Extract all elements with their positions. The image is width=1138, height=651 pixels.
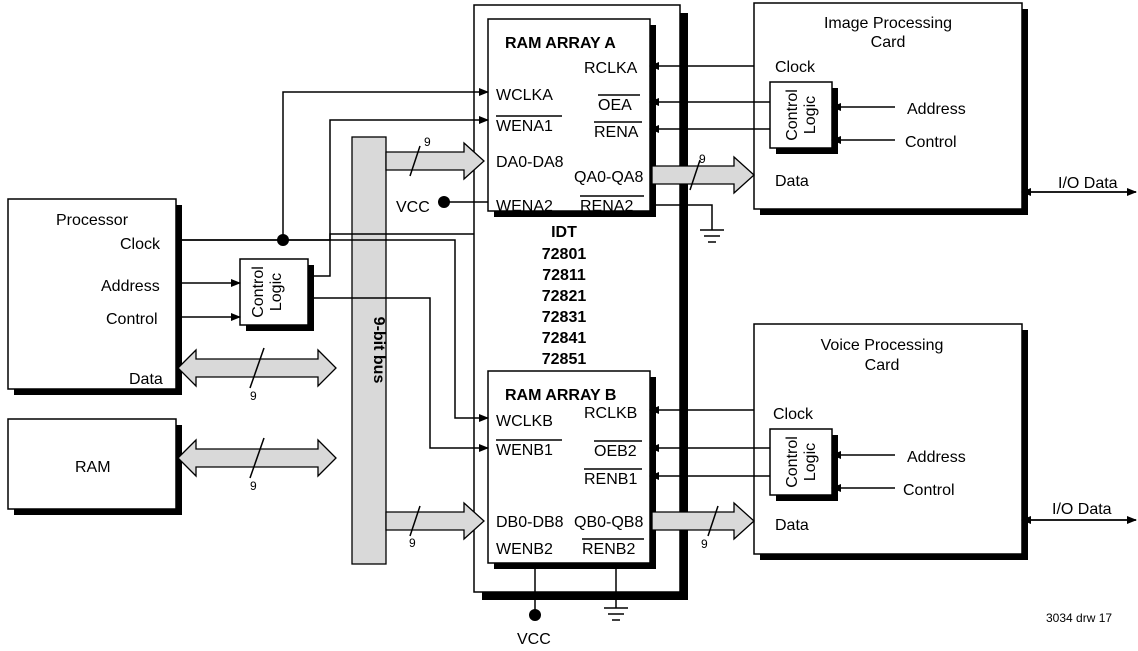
image-card-title-1: Image Processing: [824, 15, 952, 32]
qb-bus-width: 9: [701, 537, 708, 551]
part-72841: 72841: [542, 330, 587, 347]
processor-data-slash: [249, 347, 265, 389]
voice-card-title-2: Card: [865, 357, 900, 374]
ram-array-a-title: RAM ARRAY A: [505, 35, 616, 52]
voice-card-control-label: Control: [903, 482, 955, 499]
rclkb-label: RCLKB: [584, 405, 637, 422]
qa-slash: [689, 159, 701, 191]
rclka-label: RCLKA: [584, 60, 638, 77]
processor-title: Processor: [56, 212, 129, 229]
part-72851: 72851: [542, 351, 587, 368]
qb-label: QB0-QB8: [574, 514, 643, 531]
processor-bus-width: 9: [250, 389, 257, 403]
wires: [176, 62, 1137, 621]
processor-data-label: Data: [129, 371, 163, 388]
da-label: DA0-DA8: [496, 154, 564, 171]
qa-label: QA0-QA8: [574, 169, 643, 186]
idt-label: IDT: [551, 224, 577, 241]
rena-label: RENA: [594, 124, 639, 141]
image-card-address-label: Address: [907, 101, 966, 118]
ram-array-b-title: RAM ARRAY B: [505, 387, 616, 404]
part-numbers: IDT 72801 72811 72821 72831 72841 72851: [542, 224, 587, 368]
control-logic-image-line2: Logic: [802, 96, 819, 134]
bus-to-db-slash: [409, 505, 421, 537]
wclkb-label: WCLKB: [496, 413, 553, 430]
drawing-reference: 3034 drw 17: [1046, 611, 1112, 625]
qb-to-voice-card: [651, 501, 755, 541]
bus-arrows: [177, 141, 755, 541]
part-72821: 72821: [542, 288, 587, 305]
ram-block: RAM: [7, 418, 182, 515]
wena2-label: WENA2: [496, 198, 553, 215]
processor-control-label: Control: [106, 311, 158, 328]
ram-label: RAM: [75, 459, 111, 476]
control-logic-left-line1: Control: [250, 266, 267, 318]
renb1-label: RENB1: [584, 471, 637, 488]
vcc-label-a: VCC: [396, 199, 430, 216]
rena2-label: RENA2: [580, 198, 633, 215]
voice-card-io-label: I/O Data: [1052, 501, 1112, 518]
nine-bit-bus: 9-bit bus: [351, 136, 387, 565]
control-logic-left-line2: Logic: [268, 273, 285, 311]
wenb2-label: WENB2: [496, 541, 553, 558]
part-72811: 72811: [542, 267, 586, 284]
control-logic-voice: Control Logic: [769, 428, 838, 501]
ram-array-b: RAM ARRAY B RCLKB WCLKB WENB1 OEB2 RENB1…: [487, 370, 656, 569]
control-logic-voice-line2: Logic: [802, 443, 819, 481]
da-bus-width: 9: [424, 135, 431, 149]
qb-slash: [707, 505, 719, 537]
image-card-clock-label: Clock: [775, 59, 816, 76]
image-card-control-label: Control: [905, 134, 957, 151]
wire-wena1: [308, 116, 489, 277]
bus-width-labels: 9 9 9 9 9 9: [250, 135, 708, 551]
oeb2-label: OEB2: [594, 443, 637, 460]
control-logic-image: Control Logic: [769, 81, 838, 154]
processor-block: Processor Clock Address Control Data: [7, 198, 182, 395]
qa-to-image-card: [651, 155, 755, 195]
wenb1-label: WENB1: [496, 442, 553, 459]
processor-address-label: Address: [101, 278, 160, 295]
ram-data-slash: [249, 437, 265, 479]
db-label: DB0-DB8: [496, 514, 564, 531]
bus-to-db: [385, 501, 485, 541]
renb2-label: RENB2: [582, 541, 635, 558]
image-card-title-2: Card: [871, 34, 906, 51]
control-logic-voice-line1: Control: [784, 436, 801, 488]
wena1-label: WENA1: [496, 118, 553, 135]
control-logic-left: Control Logic: [239, 258, 314, 331]
wire-wclkb: [176, 239, 489, 422]
wclka-label: WCLKA: [496, 87, 553, 104]
vcc-label-b: VCC: [517, 631, 551, 648]
bus-to-da: [385, 141, 485, 181]
bus-to-da-slash: [409, 145, 421, 177]
ram-array-a: RAM ARRAY A RCLKA WCLKA OEA WENA1 RENA D…: [487, 18, 656, 217]
image-card-data-label: Data: [775, 173, 809, 190]
wire-rena2-gnd: [650, 204, 713, 230]
oea-label: OEA: [598, 97, 632, 114]
ram-bus-width: 9: [250, 479, 257, 493]
part-72831: 72831: [542, 309, 587, 326]
wire-processor-clock: [176, 233, 474, 241]
image-card-io-label: I/O Data: [1058, 175, 1118, 192]
bus-label: 9-bit bus: [370, 317, 387, 384]
part-72801: 72801: [542, 246, 587, 263]
voice-card-data-label: Data: [775, 517, 809, 534]
processor-clock-label: Clock: [120, 236, 161, 253]
control-logic-image-line1: Control: [784, 89, 801, 141]
voice-card-clock-label: Clock: [773, 406, 814, 423]
vcc-dot-b: [529, 609, 541, 621]
qa-bus-width: 9: [699, 152, 706, 166]
wire-wenb1: [308, 297, 489, 452]
wire-wclka: [282, 88, 489, 240]
voice-card-address-label: Address: [907, 449, 966, 466]
voice-card-title-1: Voice Processing: [821, 337, 944, 354]
db-bus-width: 9: [409, 536, 416, 550]
